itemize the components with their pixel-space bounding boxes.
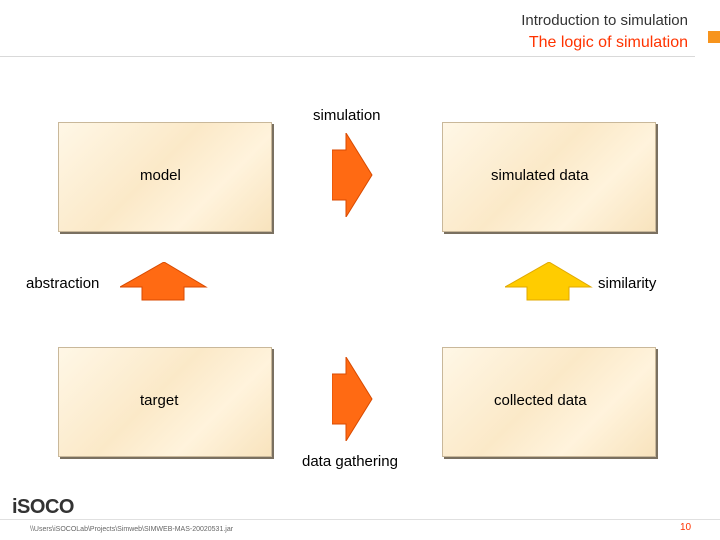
similarity-label: similarity — [598, 275, 657, 292]
footer-divider — [0, 519, 720, 520]
file-path: \\Users\iSOCOLab\Projects\Simweb\SIMWEB-… — [30, 526, 234, 533]
collected-data-label: collected data — [494, 392, 587, 409]
target-box — [58, 347, 272, 457]
data-gathering-arrow — [332, 357, 373, 441]
similarity-arrow — [505, 262, 593, 301]
slide-title: The logic of simulation — [528, 34, 688, 51]
header-accent-square — [708, 31, 720, 43]
model-box — [58, 122, 272, 232]
isoco-logo: iSOCO — [12, 496, 74, 518]
header-divider — [0, 56, 695, 57]
data-gathering-label: data gathering — [302, 453, 398, 470]
simulated-data-box — [442, 122, 656, 232]
simulation-arrow — [332, 133, 373, 217]
simulation-label: simulation — [313, 107, 381, 124]
abstraction-arrow — [120, 262, 208, 301]
model-label: model — [140, 167, 181, 184]
target-label: target — [140, 392, 179, 409]
abstraction-label: abstraction — [26, 275, 100, 292]
simulated-data-label: simulated data — [491, 167, 589, 184]
collected-data-box — [442, 347, 656, 457]
slide-subtitle: Introduction to simulation — [521, 12, 688, 29]
page-number: 10 — [680, 522, 692, 533]
